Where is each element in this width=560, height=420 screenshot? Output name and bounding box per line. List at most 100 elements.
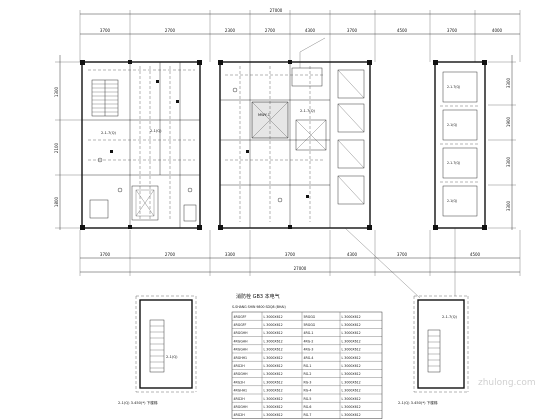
table-cell: L 3000X612 bbox=[342, 331, 361, 335]
left-dim: 2100 bbox=[54, 142, 59, 153]
top-dim: 3700 bbox=[347, 28, 358, 33]
table-cell: L 3000X612 bbox=[342, 380, 361, 384]
bottom-dim: 4500 bbox=[470, 252, 481, 257]
table-cell: 4RG-2 bbox=[304, 339, 314, 343]
pipe-tag: 2-1.7(Q) bbox=[447, 161, 460, 165]
table-cell: L 3000X612 bbox=[342, 389, 361, 393]
top-dim: 2700 bbox=[265, 28, 276, 33]
equipment-tag: 2-1(Q) bbox=[166, 355, 178, 359]
table-cell: L 3000X612 bbox=[264, 413, 283, 417]
table-cell: 4RGGFF bbox=[234, 315, 247, 319]
table-cell: L 3000X612 bbox=[264, 372, 283, 376]
left-building-block: 2-1.7(Q) 2-1(Q) bbox=[80, 60, 202, 230]
pipe-tag: 2-1.7(Q) bbox=[101, 131, 117, 135]
table-cell: L 3000X612 bbox=[264, 364, 283, 368]
table-cell: L 3000X612 bbox=[264, 331, 283, 335]
right-dim: 3300 bbox=[506, 156, 511, 167]
table-cell: L 3000X612 bbox=[264, 339, 283, 343]
table-cell: RG-7 bbox=[304, 413, 312, 417]
stair bbox=[91, 79, 119, 117]
table-cell: L 3000X612 bbox=[264, 356, 283, 360]
table-cell: 5RGGG bbox=[304, 315, 316, 319]
left-dimension-lines: 1300 2100 1800 bbox=[54, 55, 82, 230]
pipe-tag: 2-1.7(Q) bbox=[300, 109, 316, 113]
detail-label-left: 2-1(Q) 3.450(*) 下楼梯 bbox=[118, 400, 158, 405]
table-cell: L 3000X612 bbox=[342, 364, 361, 368]
table-cell: RG-1 bbox=[304, 364, 312, 368]
table-cell: L 3000X612 bbox=[264, 323, 283, 327]
table-cell: L 3000X612 bbox=[264, 389, 283, 393]
bottom-dim: 3700 bbox=[100, 252, 111, 257]
bottom-dim: 3300 bbox=[225, 252, 236, 257]
table-cell: L 3000X612 bbox=[342, 339, 361, 343]
bottom-dimension-lines: 3700 2700 3300 3700 4300 3700 4500 27000 bbox=[79, 230, 521, 276]
bottom-total-dim: 27000 bbox=[294, 266, 307, 271]
top-dimension-lines: 27000 3700 2700 2300 2700 4300 3700 4500… bbox=[79, 8, 521, 62]
table-cell: RG-3 bbox=[304, 380, 312, 384]
table-cell: L 3000X612 bbox=[342, 315, 361, 319]
table-caption: 消防栓 GB3 本电气 bbox=[236, 293, 280, 300]
table-cell: 4RG-1 bbox=[304, 331, 314, 335]
top-dim: 3700 bbox=[100, 28, 111, 33]
detail-label-right: 2-1(Q) 3.450(*) 下楼梯 bbox=[398, 400, 438, 405]
table-cell: L 3000X612 bbox=[264, 315, 283, 319]
top-dim: 4000 bbox=[492, 28, 503, 33]
right-dim: 1900 bbox=[506, 116, 511, 127]
table-cell: L 3000X612 bbox=[264, 397, 283, 401]
bottom-dim: 4300 bbox=[347, 252, 358, 257]
table-cell: 4RGGFF bbox=[234, 323, 247, 327]
top-dim: 3700 bbox=[447, 28, 458, 33]
equipment-tag: 2-1(Q) bbox=[150, 129, 162, 133]
table-cell: 4RG-3 bbox=[304, 348, 314, 352]
right-dim: 3300 bbox=[506, 200, 511, 211]
right-dim: 3300 bbox=[506, 77, 511, 88]
watermark: zhulong.com bbox=[478, 378, 536, 388]
table-cell: 4RG-4 bbox=[304, 356, 314, 360]
top-dim: 2300 bbox=[225, 28, 236, 33]
table-cell: 4RG2H bbox=[234, 380, 246, 384]
table-cell: L 3000X612 bbox=[342, 405, 361, 409]
bottom-dim: 3700 bbox=[285, 252, 296, 257]
schedule-table: 消防栓 GB3 本电气 S-SHANG SHIN 9800 SDQ8 (BHAI… bbox=[231, 293, 383, 419]
left-dim: 1800 bbox=[54, 196, 59, 207]
left-dim: 1300 bbox=[54, 86, 59, 97]
table-cell: 4RGGHH bbox=[234, 405, 249, 409]
table-cell: L 3000X612 bbox=[342, 356, 361, 360]
table-cell: L 3000X612 bbox=[342, 372, 361, 376]
pipe-tag: 2-1.7(Q) bbox=[447, 85, 460, 89]
right-stair-detail: 2-1.7(Q) 2-1(Q) 3.450(*) 下楼梯 bbox=[344, 227, 469, 405]
bottom-dim: 3700 bbox=[397, 252, 408, 257]
top-dim: 2700 bbox=[165, 28, 176, 33]
center-building-block: MWY-1 2-1.7(Q) bbox=[218, 37, 372, 230]
equipment-tag: 2-1(Q) bbox=[447, 123, 457, 127]
table-header: S-SHANG SHIN 9800 SDQ8 (BHAI) bbox=[232, 305, 286, 309]
table-cell: RG-2 bbox=[304, 372, 312, 376]
pipe-tag: 2-1.7(Q) bbox=[442, 315, 458, 319]
room-tag: MWY-1 bbox=[258, 113, 270, 117]
table-cell: L 3000X612 bbox=[342, 397, 361, 401]
right-building-block: 2-1.7(Q) 2-1(Q) 2-1.7(Q) 2-1(Q) bbox=[433, 60, 487, 230]
table-cell: L 3000X612 bbox=[342, 413, 361, 417]
table-cell: L 3000X612 bbox=[264, 348, 283, 352]
top-total-dim: 27000 bbox=[270, 8, 283, 13]
equipment-tag: 2-1(Q) bbox=[447, 199, 457, 203]
table-cell: L 3000X612 bbox=[264, 380, 283, 384]
top-dim: 4300 bbox=[305, 28, 316, 33]
top-dim: 4500 bbox=[397, 28, 408, 33]
right-dimension-lines: 3300 1900 3300 3300 bbox=[488, 55, 516, 230]
table-cell: 4RG2H bbox=[234, 397, 246, 401]
table-cell: 4RGGHH bbox=[234, 348, 249, 352]
table-grid: 4RGGFF L 3000X612 5RGGG L 3000X612 4RGGFF L 3… bbox=[231, 311, 383, 419]
table-cell: 4RGHH1 bbox=[234, 389, 248, 393]
table-cell: L 3000X612 bbox=[342, 348, 361, 352]
table-cell: 4RGGHH bbox=[234, 331, 249, 335]
table-cell: L 3000X612 bbox=[264, 405, 283, 409]
table-border bbox=[231, 311, 383, 419]
table-cell: 4RGGHH bbox=[234, 372, 249, 376]
table-cell: 4RGHH1 bbox=[234, 356, 248, 360]
table-cell: 4RG2H bbox=[234, 364, 246, 368]
table-cell: RG-6 bbox=[304, 405, 312, 409]
table-cell: RG-4 bbox=[304, 389, 312, 393]
table-cell: 4RGGHH bbox=[234, 339, 249, 343]
